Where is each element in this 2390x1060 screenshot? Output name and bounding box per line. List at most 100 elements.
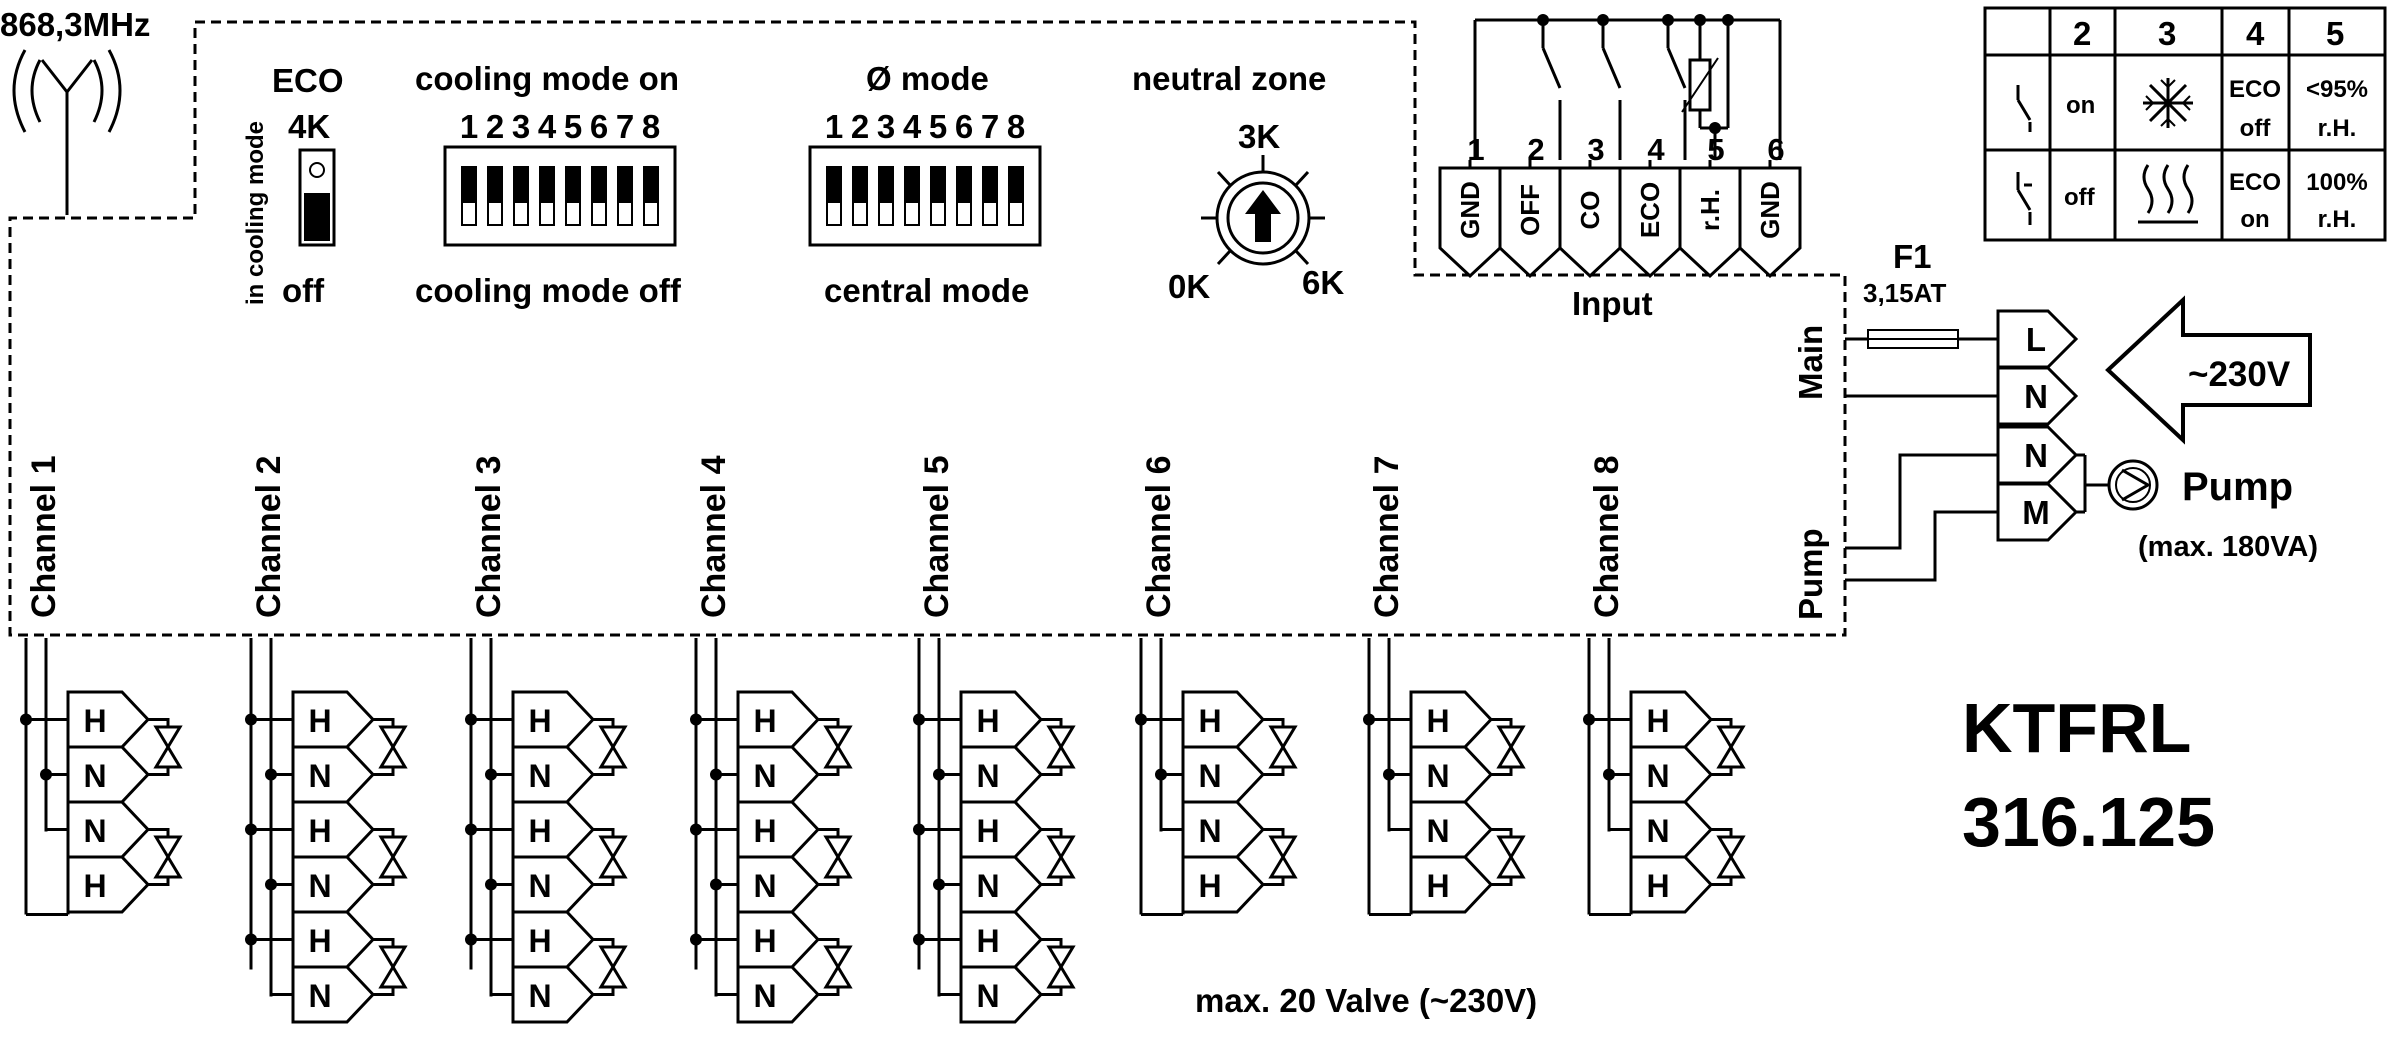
channel-terminal-h: H	[1198, 703, 1221, 739]
eco-off-label: off	[282, 272, 325, 309]
product-line-2: 316.125	[1962, 783, 2215, 861]
dip-switch-toggle[interactable]	[617, 166, 633, 226]
dip-switch-toggle[interactable]	[565, 166, 581, 226]
dip-number: 5	[929, 108, 947, 145]
legend-table	[1983, 6, 2387, 242]
channel-terminal-n: N	[753, 868, 776, 904]
legend-eco-on-b: on	[2240, 206, 2269, 233]
valve-icon	[1041, 828, 1076, 886]
valve-icon	[593, 938, 628, 996]
legend-header-4: 4	[2246, 15, 2265, 52]
cooling-mode-dip-switch[interactable]	[443, 145, 677, 247]
legend-on-label: on	[2066, 92, 2095, 119]
input-terminal: 5r.H.	[1678, 132, 1742, 279]
legend-header-2: 2	[2073, 15, 2091, 52]
input-terminal-number: 4	[1647, 132, 1665, 167]
channel-terminal-h: H	[528, 813, 551, 849]
dip-number: 2	[851, 108, 869, 145]
legend-rh-100-a: 100%	[2306, 169, 2367, 196]
eco-value: 4K	[288, 108, 330, 145]
channel-terminal-n: N	[976, 758, 999, 794]
channel-terminal-n: N	[83, 758, 106, 794]
dip-switch-toggle[interactable]	[591, 166, 607, 226]
supply-voltage: ~230V	[2188, 355, 2291, 394]
channel-terminal-n: N	[528, 758, 551, 794]
valve-icon	[1263, 718, 1298, 776]
pump-name: Pump	[2182, 465, 2293, 509]
channel-terminal-n: N	[308, 978, 331, 1014]
eco-side-label: in cooling mode	[242, 121, 269, 305]
neutral-zone-6k: 6K	[1302, 264, 1344, 301]
channel-label: Channel 7	[1368, 456, 1406, 618]
diameter-mode-dip-switch[interactable]	[808, 145, 1042, 247]
channel-terminal-n: N	[753, 758, 776, 794]
pump-side-label: Pump	[1792, 528, 1829, 620]
channel-terminal-h: H	[753, 923, 776, 959]
channel-terminal-h: H	[753, 703, 776, 739]
channel-terminal-h: H	[1426, 868, 1449, 904]
dip-switch-toggle[interactable]	[826, 166, 842, 226]
terminal: N	[1996, 366, 2079, 426]
supply-arrow-icon	[2105, 295, 2312, 445]
main-label: Main	[1792, 325, 1829, 400]
channel-terminal-h: H	[528, 703, 551, 739]
dip-switch-toggle[interactable]	[852, 166, 868, 226]
input-terminal-number: 6	[1767, 132, 1784, 167]
input-contacts	[1473, 14, 1782, 160]
product-line-1: KTFRL	[1962, 689, 2191, 767]
dip-switch-toggle[interactable]	[461, 166, 477, 226]
dip-switch-toggle[interactable]	[982, 166, 998, 226]
channel-terminal-n: N	[753, 978, 776, 1014]
channel-terminal-n: N	[1646, 813, 1669, 849]
dip-switch-toggle[interactable]	[513, 166, 529, 226]
terminal-label: N	[2024, 378, 2048, 415]
channel-label: Channel 3	[470, 456, 508, 618]
dip-switch-toggle[interactable]	[878, 166, 894, 226]
dip-switch-toggle[interactable]	[904, 166, 920, 226]
valve-icon	[1263, 828, 1298, 886]
channel-terminal-h: H	[1646, 868, 1669, 904]
eco-title: ECO	[272, 62, 344, 99]
input-terminal-label: GND	[1755, 181, 1785, 239]
antenna-frequency: 868,3MHz	[0, 6, 150, 43]
input-terminal-label: CO	[1575, 191, 1605, 230]
diameter-mode-title: Ø mode	[866, 60, 989, 97]
input-terminal: 3CO	[1558, 132, 1622, 279]
input-terminal-number: 5	[1707, 132, 1724, 167]
channel-terminal-n: N	[976, 868, 999, 904]
channel-terminal-n: N	[308, 868, 331, 904]
dip-number: 6	[955, 108, 973, 145]
dip-switch-toggle[interactable]	[539, 166, 555, 226]
terminal: M	[1996, 482, 2079, 542]
fuse-icon	[1867, 329, 1959, 349]
channel-label: Channel 4	[695, 455, 733, 618]
dip-switch-toggle[interactable]	[487, 166, 503, 226]
valve-icon	[148, 828, 183, 886]
channel-terminal-h: H	[528, 923, 551, 959]
input-terminal-label: ECO	[1635, 182, 1665, 238]
dip-switch-toggle[interactable]	[1008, 166, 1024, 226]
channel-terminal-h: H	[308, 703, 331, 739]
eco-slide-switch[interactable]	[298, 148, 336, 247]
channel-terminal-n: N	[83, 813, 106, 849]
dip-switch-toggle[interactable]	[643, 166, 659, 226]
channel-terminal-h: H	[976, 703, 999, 739]
input-terminal-number: 1	[1467, 132, 1484, 167]
valve-note: max. 20 Valve (~230V)	[1195, 982, 1537, 1019]
dip-switch-toggle[interactable]	[956, 166, 972, 226]
valve-icon	[373, 938, 408, 996]
dip-switch-toggle[interactable]	[930, 166, 946, 226]
neutral-zone-dial[interactable]	[1201, 155, 1325, 266]
channel-terminal-h: H	[753, 813, 776, 849]
legend-off-label: off	[2064, 184, 2096, 211]
channel-terminal-n: N	[1426, 758, 1449, 794]
valve-icon	[1711, 718, 1746, 776]
valve-icon	[1491, 718, 1526, 776]
fuse-name: F1	[1893, 238, 1932, 275]
